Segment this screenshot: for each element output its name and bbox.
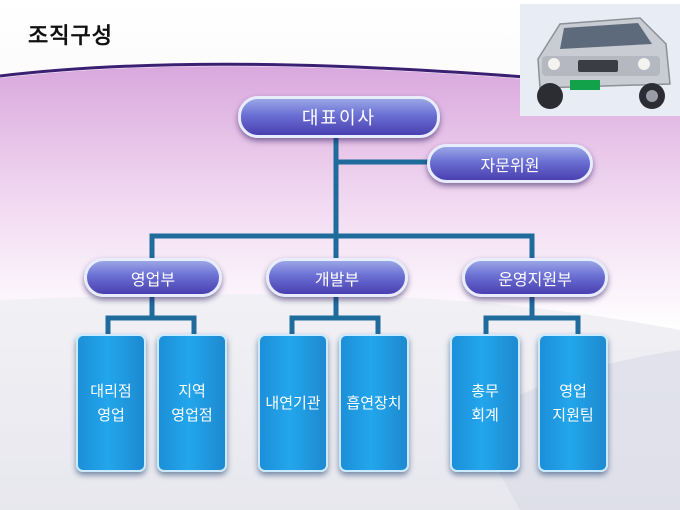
unit-label-line: 영업 — [559, 382, 587, 400]
ceo-node: 대표이사 — [238, 96, 440, 138]
slide-title: 조직구성 — [28, 24, 113, 49]
unit-label-line: 총무 — [471, 382, 499, 400]
unit-sales-support: 영업 지원팀 — [538, 334, 608, 472]
dept-sales-node: 영업부 — [84, 258, 222, 297]
unit-label-line: 지역 — [178, 382, 206, 400]
unit-combustion-engine: 내연기관 — [258, 334, 328, 472]
unit-label-line: 회계 — [471, 406, 499, 424]
unit-general-accounting: 총무 회계 — [450, 334, 520, 472]
unit-label-line: 지원팀 — [552, 406, 594, 424]
unit-label-line: 내연기관 — [265, 394, 321, 412]
car-photo — [520, 4, 680, 116]
unit-agency-sales: 대리점 영업 — [76, 334, 146, 472]
unit-label-line: 흡연장치 — [346, 394, 402, 412]
dept-ops-node: 운영지원부 — [462, 258, 608, 297]
unit-label-line: 대리점 — [90, 382, 132, 400]
advisor-node: 자문위원 — [427, 144, 593, 183]
unit-label-line: 영업점 — [171, 406, 213, 424]
dept-dev-node: 개발부 — [266, 258, 408, 297]
unit-label-line: 영업 — [97, 406, 125, 424]
unit-regional-branch: 지역 영업점 — [157, 334, 227, 472]
unit-intake-device: 흡연장치 — [339, 334, 409, 472]
